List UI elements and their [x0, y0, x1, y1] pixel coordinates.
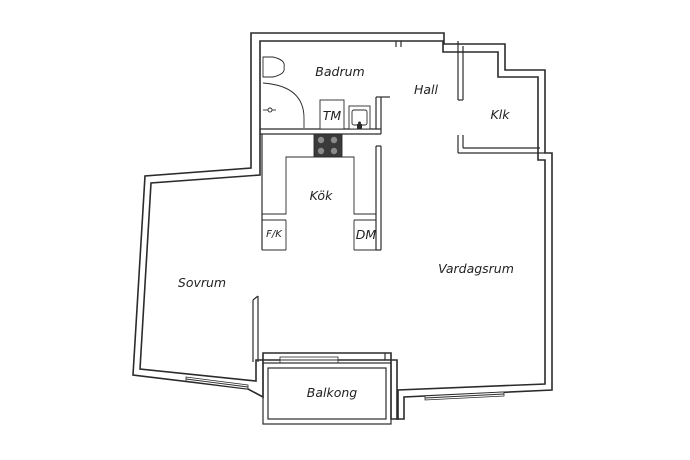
kitchen-fixtures — [262, 133, 376, 251]
label-vardagsrum: Vardagsrum — [438, 261, 514, 276]
label-klk: Klk — [491, 107, 511, 122]
interior-walls — [252, 41, 545, 362]
windows — [185, 356, 505, 401]
toilet-icon — [262, 56, 285, 78]
bathroom-fixtures — [262, 56, 371, 130]
balcony — [262, 362, 392, 425]
label-sovrum: Sovrum — [178, 275, 226, 290]
label-kok: Kök — [310, 188, 333, 203]
label-tm: TM — [323, 108, 342, 123]
stove-icon — [313, 133, 343, 158]
label-hall: Hall — [414, 82, 439, 97]
shower-icon — [262, 82, 305, 128]
washing-machine-box — [319, 99, 345, 130]
label-fk: F/K — [266, 229, 283, 240]
room-labels: Badrum Hall Klk TM Kök F/K DM Sovrum Var… — [178, 64, 514, 400]
label-badrum: Badrum — [315, 64, 364, 79]
label-balkong: Balkong — [307, 385, 358, 400]
outer-walls — [132, 32, 553, 420]
label-dm: DM — [356, 227, 377, 242]
